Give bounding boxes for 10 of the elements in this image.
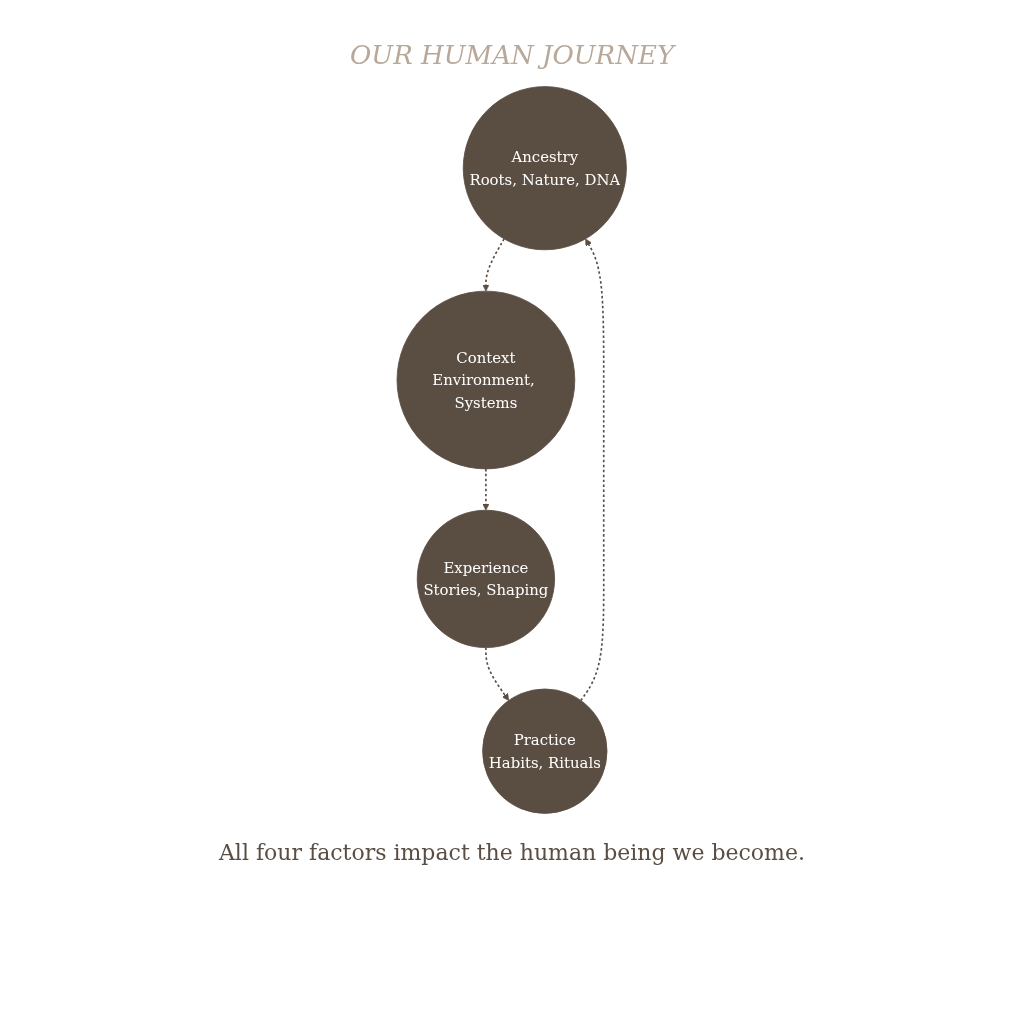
arrow — [482, 468, 490, 511]
node-circle: Practice Habits, Rituals — [482, 688, 608, 814]
center-note: All four factors impact the human being we become. — [218, 840, 806, 865]
subtitle: OUR HUMAN JOURNEY — [348, 40, 677, 70]
node-circle: Experience Stories, Shaping — [417, 509, 556, 649]
node-circle: Context Environment, Systems — [396, 290, 576, 470]
arrow — [485, 646, 510, 701]
arrow — [482, 238, 506, 292]
node-circle: Ancestry Roots, Nature, DNA — [463, 86, 628, 251]
arrow — [580, 238, 605, 702]
